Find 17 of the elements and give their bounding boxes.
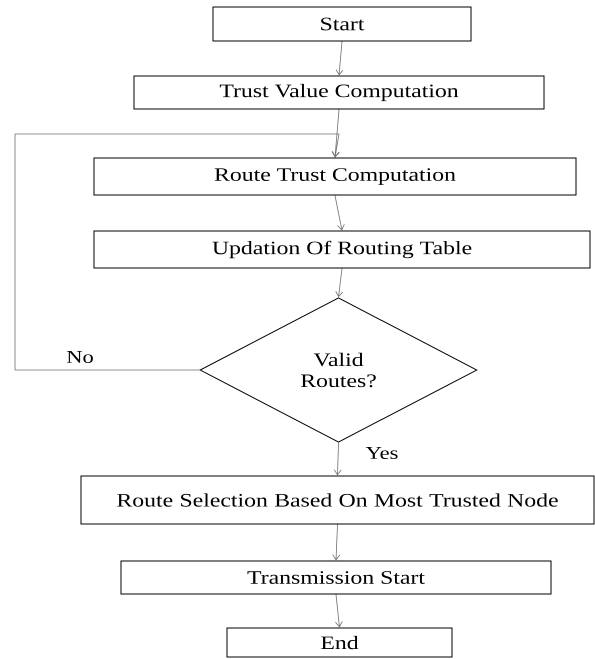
process-box: Route Trust Computation bbox=[94, 158, 576, 196]
arrow bbox=[335, 594, 343, 628]
arrow bbox=[332, 524, 340, 560]
process-box: Trust Value Computation bbox=[134, 76, 544, 110]
process-box: Updation Of Routing Table bbox=[94, 230, 590, 268]
edge-label: Yes bbox=[364, 446, 400, 460]
arrow bbox=[332, 109, 340, 158]
arrow bbox=[14, 134, 340, 370]
process-box: End bbox=[226, 628, 452, 658]
process-box: Route Selection Based On Most Trusted Node bbox=[80, 476, 594, 524]
arrow bbox=[334, 195, 345, 230]
process-box: Start bbox=[212, 6, 472, 42]
arrow bbox=[335, 268, 344, 298]
arrow bbox=[336, 41, 344, 76]
edge-label: No bbox=[65, 350, 95, 364]
process-box: Transmission Start bbox=[120, 560, 552, 594]
arrow bbox=[334, 442, 342, 476]
